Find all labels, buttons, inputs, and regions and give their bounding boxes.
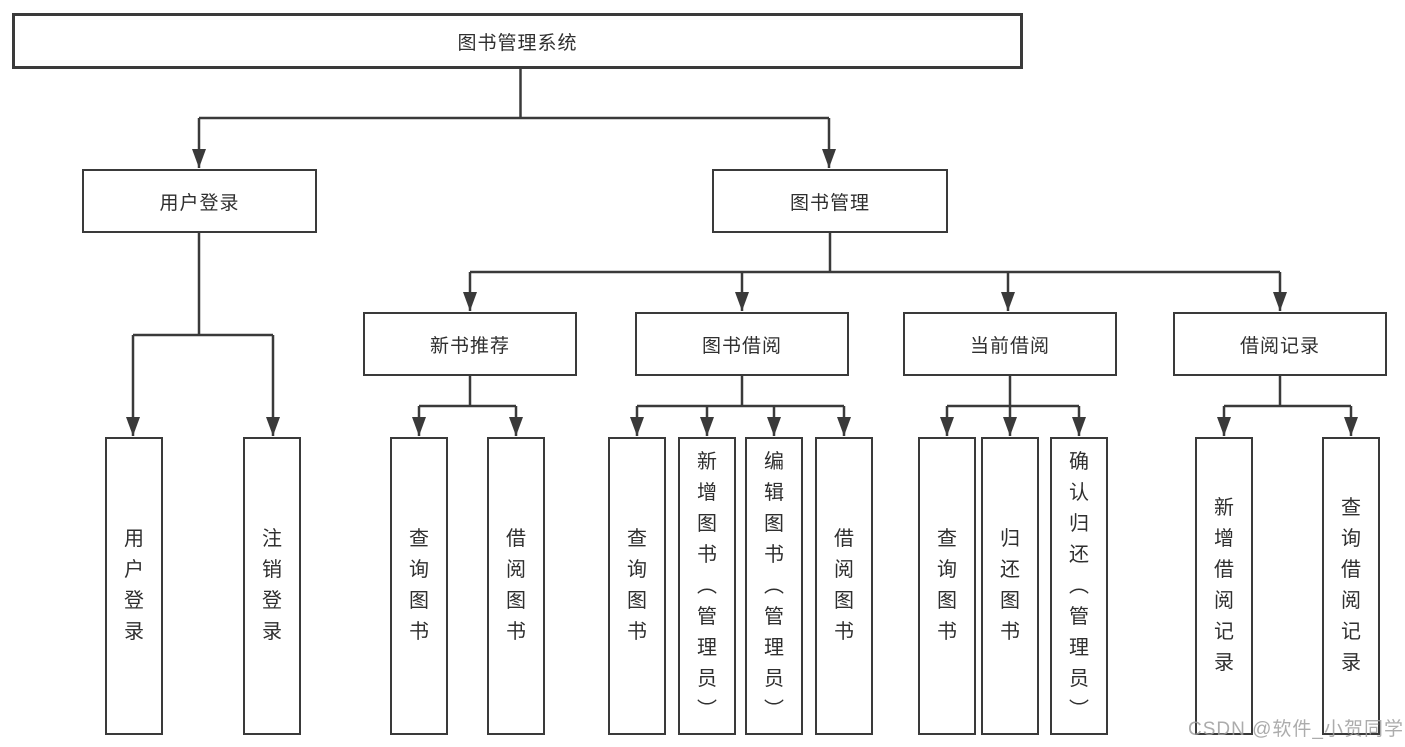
node-user-login: 用户登录 [82, 169, 317, 233]
node-book-borrowing: 图书借阅 [635, 312, 849, 376]
leaf-borrow-books-borrowing: 借阅图书 [815, 437, 873, 735]
leaf-query-books-recommend: 查询图书 [390, 437, 448, 735]
node-library-management-system: 图书管理系统 [12, 13, 1023, 69]
node-borrowing-records: 借阅记录 [1173, 312, 1387, 376]
leaf-query-borrow-record: 查询借阅记录 [1322, 437, 1380, 735]
node-book-management: 图书管理 [712, 169, 948, 233]
leaf-borrow-books-recommend: 借阅图书 [487, 437, 545, 735]
leaf-edit-books-admin: 编辑图书︵管理员︶ [745, 437, 803, 735]
node-new-book-recommendation: 新书推荐 [363, 312, 577, 376]
leaf-query-books-borrowing: 查询图书 [608, 437, 666, 735]
csdn-watermark: CSDN @软件_小贺同学 [1188, 719, 1404, 740]
leaf-return-books: 归还图书 [981, 437, 1039, 735]
leaf-add-books-admin: 新增图书︵管理员︶ [678, 437, 736, 735]
leaf-user-login: 用户登录 [105, 437, 163, 735]
node-current-borrowing: 当前借阅 [903, 312, 1117, 376]
leaf-confirm-return-admin: 确认归还︵管理员︶ [1050, 437, 1108, 735]
leaf-add-borrow-record: 新增借阅记录 [1195, 437, 1253, 735]
leaf-query-books-current: 查询图书 [918, 437, 976, 735]
leaf-logout: 注销登录 [243, 437, 301, 735]
